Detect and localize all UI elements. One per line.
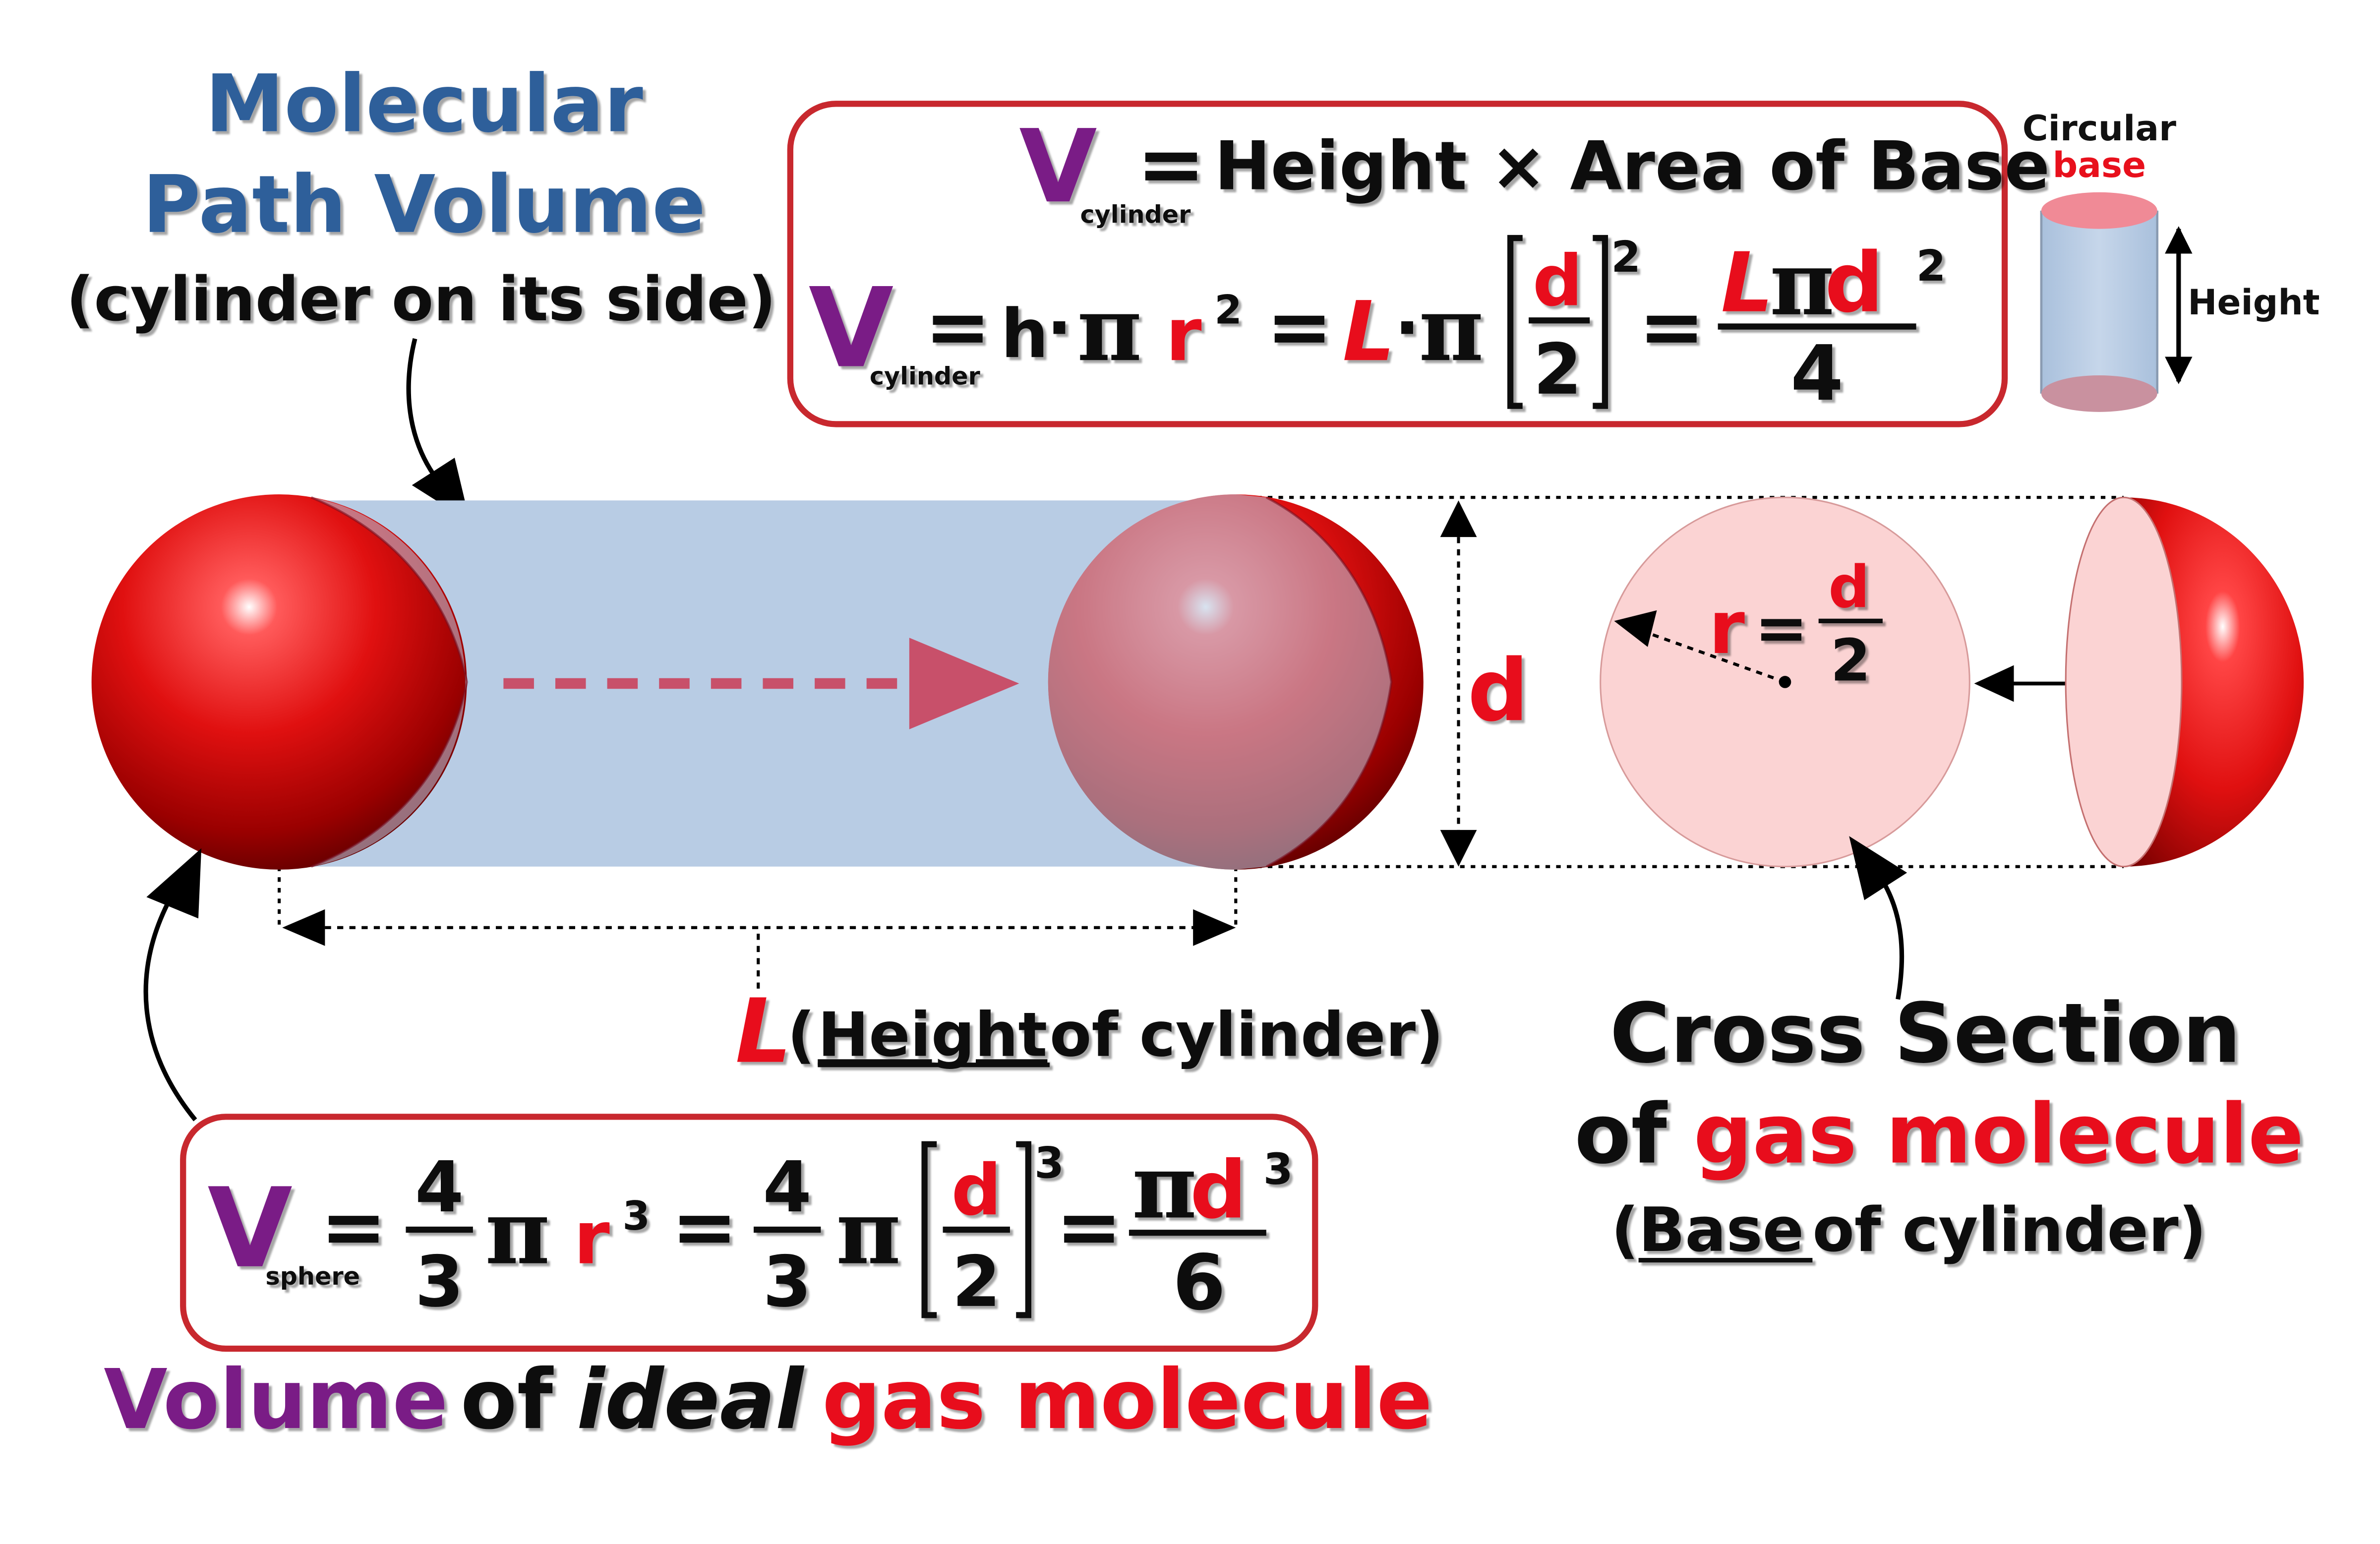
sphere-result-denominator-6: 6	[1173, 1239, 1226, 1327]
length-label: L ( Height of cylinder)	[735, 980, 1443, 1083]
equals-3: =	[1266, 280, 1333, 373]
sphere-fraction-denominator-2: 2	[952, 1242, 1001, 1323]
v-sphere-symbol: V	[207, 1165, 292, 1293]
mini-cylinder-icon: Circular base Height	[2023, 108, 2320, 412]
sphere-exponent-3-b: 3	[1034, 1138, 1064, 1188]
sphere-formula-box: V sphere = 4 3 π r 3 = 4 3 π d 2 3 = π	[180, 1114, 1318, 1352]
radius-fraction-numerator: d	[1828, 553, 1870, 621]
sphere-denominator-3-a: 3	[415, 1242, 464, 1323]
length-dimension	[282, 909, 1236, 992]
sphere-radius-symbol: r	[574, 1195, 610, 1281]
v-cylinder-symbol-2: V	[809, 265, 893, 393]
equals-2: =	[925, 280, 991, 373]
equals-1: =	[1136, 117, 1205, 212]
cylinder-definition: Height × Area of Base	[1214, 127, 2050, 205]
sphere-result-d: d	[1190, 1143, 1247, 1236]
radius-label-equals: =	[1754, 591, 1808, 665]
sphere-result-pi: π	[1132, 1134, 1197, 1239]
sphere-pi-2: π	[836, 1181, 901, 1285]
mini-cylinder-label-height: Height	[2188, 282, 2320, 323]
bracket-right-2	[1016, 1141, 1031, 1318]
equals-4: =	[1639, 280, 1705, 373]
result-pi: π	[1770, 232, 1835, 336]
cylinder-formula-box: V cylinder = Height × Area of Base V cyl…	[787, 101, 2050, 427]
mini-cylinder-label-circular: Circular	[2023, 108, 2176, 149]
sphere-result-exponent-3: 3	[1263, 1145, 1293, 1194]
cross-section-disk: r = d 2	[1600, 496, 1970, 868]
mini-cylinder-label-base: base	[2053, 144, 2146, 185]
length-symbol-1: L	[1343, 284, 1395, 380]
bracket-left-1	[1507, 235, 1523, 409]
title-line-1: Molecular	[205, 58, 643, 150]
sphere-equals-3: =	[1056, 1180, 1122, 1273]
sphere-denominator-3-b: 3	[763, 1242, 811, 1323]
exponent-2-a: 2	[1214, 287, 1242, 333]
diagram-title: Molecular Path Volume (cylinder on its s…	[66, 58, 776, 336]
length-label-open-paren: (	[787, 1000, 815, 1070]
v-cylinder-subscript-2: cylinder	[870, 361, 981, 390]
radius-fraction-denominator: 2	[1831, 626, 1871, 694]
dot-2: ·	[1394, 289, 1420, 367]
sphere-numerator-4-b: 4	[763, 1147, 811, 1228]
dot-1: ·	[1047, 289, 1072, 367]
length-symbol-label: L	[735, 980, 792, 1083]
pi-2: π	[1419, 277, 1484, 381]
result-d: d	[1825, 236, 1884, 331]
diameter-label: d	[1468, 641, 1529, 740]
radius-label-r: r	[1709, 585, 1745, 670]
caption-ideal: ideal	[577, 1352, 805, 1448]
sphere-exponent-3-a: 3	[622, 1193, 650, 1239]
bottom-caption: Volume of ideal gas molecule	[104, 1352, 1432, 1448]
bracket-left-2	[921, 1141, 937, 1318]
title-line-3: (cylinder on its side)	[66, 264, 776, 335]
cross-section-caption: Cross Section of gas molecule ( Base of …	[1574, 986, 2304, 1266]
v-cylinder-subscript-1: cylinder	[1080, 200, 1191, 229]
title-line-2: Path Volume	[142, 158, 706, 251]
sphere-numerator-4-a: 4	[415, 1147, 464, 1228]
sphere-equals-2: =	[671, 1180, 738, 1273]
title-pointer-arrow	[406, 338, 470, 522]
caption-of: of	[432, 1352, 582, 1448]
half-sphere-icon	[2065, 496, 2304, 868]
pi-1: π	[1077, 277, 1142, 381]
bracket-right-1	[1593, 235, 1608, 409]
caption-gas-molecule: gas molecule	[793, 1352, 1432, 1448]
cross-section-open-paren: (	[1611, 1195, 1639, 1266]
fraction-numerator-d-1: d	[1533, 240, 1583, 322]
gas-molecule-sphere-start	[91, 494, 468, 870]
cross-section-of: of	[1574, 1087, 1667, 1183]
diameter-dimension: d	[1440, 500, 1529, 867]
cross-section-base: Base	[1639, 1195, 1804, 1266]
exponent-2-b: 2	[1611, 233, 1641, 282]
length-label-rest: of cylinder)	[1050, 1000, 1444, 1070]
cross-section-gas-molecule: gas molecule	[1693, 1087, 2304, 1183]
motion-arrow	[503, 638, 1019, 729]
fraction-denominator-2-1: 2	[1533, 329, 1582, 411]
v-sphere-subscript: sphere	[265, 1262, 360, 1291]
cross-section-pointer	[1849, 836, 1907, 1000]
result-length-symbol: L	[1721, 236, 1774, 331]
sphere-pointer	[143, 848, 202, 1122]
cross-section-title: Cross Section	[1609, 986, 2241, 1082]
height-symbol: h	[1001, 295, 1048, 373]
v-cylinder-symbol-1: V	[1019, 108, 1097, 225]
length-label-height: Height	[818, 1000, 1047, 1070]
sphere-equals-1: =	[320, 1180, 387, 1273]
radius-symbol: r	[1166, 292, 1202, 377]
result-exponent-2: 2	[1916, 241, 1946, 291]
cross-section-rest: of cylinder)	[1812, 1195, 2206, 1266]
sphere-pi-1: π	[485, 1181, 550, 1285]
result-denominator-4: 4	[1790, 329, 1844, 418]
sphere-fraction-numerator-d: d	[952, 1150, 1002, 1231]
caption-volume: Volume	[104, 1352, 448, 1448]
gas-molecule-sphere-end	[1048, 494, 1424, 870]
